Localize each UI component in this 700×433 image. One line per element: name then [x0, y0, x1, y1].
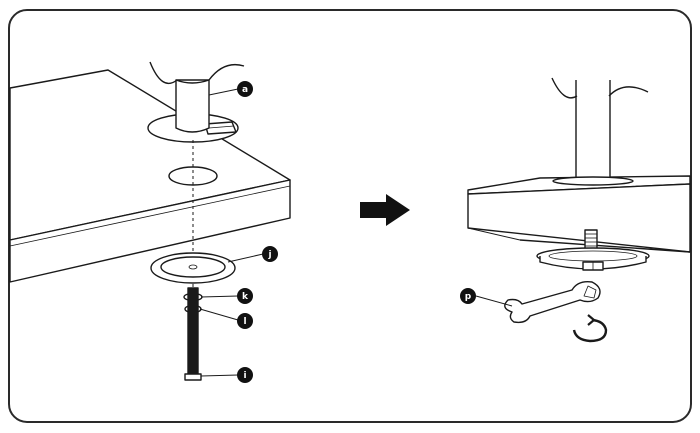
left-illustration [9, 61, 291, 381]
callout-j-label: j [267, 250, 271, 260]
callout-i-label: i [243, 371, 246, 381]
right-illustration [467, 77, 691, 324]
callout-a: a [237, 81, 253, 97]
callout-a-label: a [242, 85, 248, 95]
mount-pole-right [575, 80, 611, 181]
bolt-shaft [187, 287, 199, 375]
callout-k-label: k [242, 292, 249, 302]
callout-j: j [262, 246, 278, 262]
desk-edge-line [9, 185, 291, 247]
callout-l: l [237, 313, 253, 329]
desk-front-face [9, 179, 291, 283]
arrow-right-icon [360, 194, 410, 226]
callout-l-label: l [243, 317, 246, 327]
clockwise-rotate-icon [572, 314, 608, 343]
leader-lines-left [199, 88, 264, 377]
wrench [504, 280, 601, 324]
cable-curve [208, 63, 245, 81]
callout-p: p [460, 288, 476, 304]
leader-line-p [475, 295, 513, 307]
clamp-plate-hole [188, 264, 198, 270]
base-plate-right [552, 176, 634, 186]
callout-i: i [237, 367, 253, 383]
cable-curve [149, 61, 178, 85]
mount-pole [175, 79, 210, 133]
callout-k: k [237, 288, 253, 304]
base-plate-slot [204, 121, 237, 135]
bolt-head [184, 373, 202, 381]
callout-p-label: p [465, 292, 472, 302]
